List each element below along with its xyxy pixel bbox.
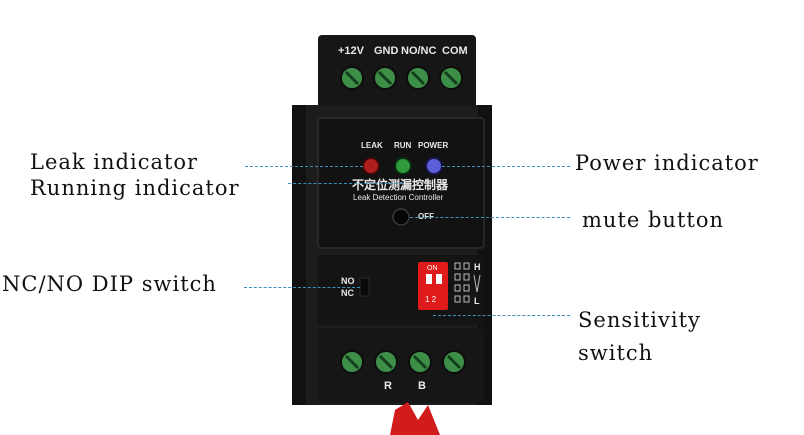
sensitivity-label-h: H	[474, 262, 481, 272]
terminal-label-gnd: GND	[374, 45, 399, 57]
ncno-dip-switch	[359, 277, 370, 297]
top-terminal-block	[318, 35, 476, 110]
leader-leak	[245, 166, 363, 167]
sensitivity-scale	[454, 262, 481, 303]
bottom-terminal-block	[318, 328, 484, 403]
top-terminal-screws	[340, 66, 463, 90]
led-label-power: POWER	[418, 141, 449, 150]
dip-label-no: NO	[341, 276, 355, 286]
off-label: OFF	[418, 212, 434, 221]
terminal-label-b: B	[418, 380, 426, 392]
leader-mute	[410, 217, 570, 218]
label-leak-indicator: Leak indicator	[30, 150, 199, 174]
leader-ncno	[244, 287, 360, 288]
mute-button	[392, 208, 410, 226]
dip-label-on: ON	[427, 265, 438, 272]
leader-sensitivity	[433, 315, 570, 316]
power-led	[425, 157, 443, 175]
label-power-indicator: Power indicator	[575, 151, 759, 175]
led-label-leak: LEAK	[361, 141, 383, 150]
device-title-cn: 不定位测漏控制器	[352, 178, 449, 192]
led-label-run: RUN	[394, 141, 412, 150]
leader-power	[442, 166, 570, 167]
red-wire	[390, 402, 440, 435]
dip-label-nums: 1 2	[425, 295, 437, 304]
terminal-label-r: R	[384, 380, 392, 392]
bottom-terminal-screws	[340, 350, 466, 374]
sensitivity-label-l: L	[474, 296, 480, 306]
label-sensitivity: Sensitivity	[578, 308, 701, 332]
terminal-label-com: COM	[442, 45, 468, 57]
label-sensitivity-switch: switch	[578, 341, 654, 365]
dip-label-nc: NC	[341, 288, 354, 298]
terminal-label-nonc: NO/NC	[401, 45, 437, 57]
label-ncno-dip-switch: NC/NO DIP switch	[2, 272, 217, 296]
device-title-en: Leak Detection Controller	[353, 193, 444, 202]
leak-led	[362, 157, 380, 175]
terminal-label-12v: +12V	[338, 45, 364, 57]
run-led	[394, 157, 412, 175]
leader-running	[288, 183, 403, 184]
label-running-indicator: Running indicator	[30, 176, 240, 200]
label-mute-button: mute button	[582, 208, 724, 232]
